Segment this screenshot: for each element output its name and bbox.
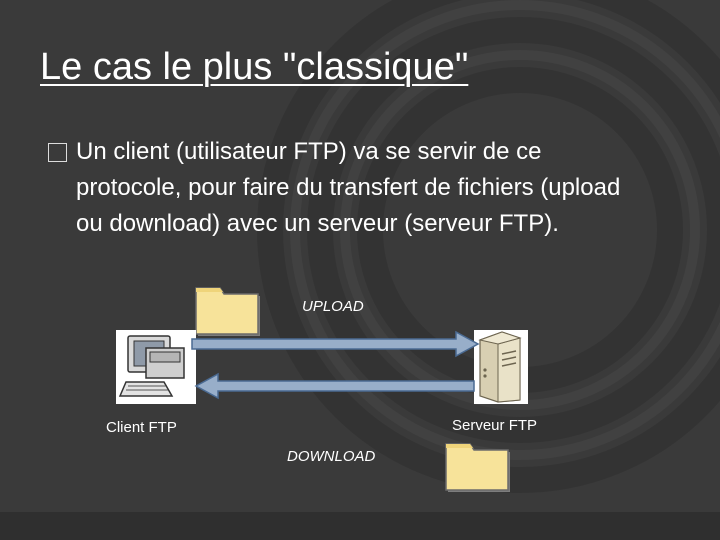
download-label: DOWNLOAD: [287, 448, 376, 465]
server-icon: [474, 330, 528, 404]
computer-icon: [116, 330, 196, 404]
folder-icon-download: [445, 443, 510, 492]
upload-arrow: [191, 330, 480, 358]
upload-label: UPLOAD: [302, 298, 364, 315]
bullet-checkbox-icon: [48, 143, 67, 162]
client-label: Client FTP: [106, 419, 177, 436]
bullet-text: Un client (utilisateur FTP) va se servir…: [76, 138, 621, 237]
folder-icon-upload: [195, 287, 260, 336]
server-label: Serveur FTP: [452, 417, 538, 434]
slide-title: Le cas le plus "classique": [40, 46, 469, 88]
download-arrow: [194, 372, 475, 400]
